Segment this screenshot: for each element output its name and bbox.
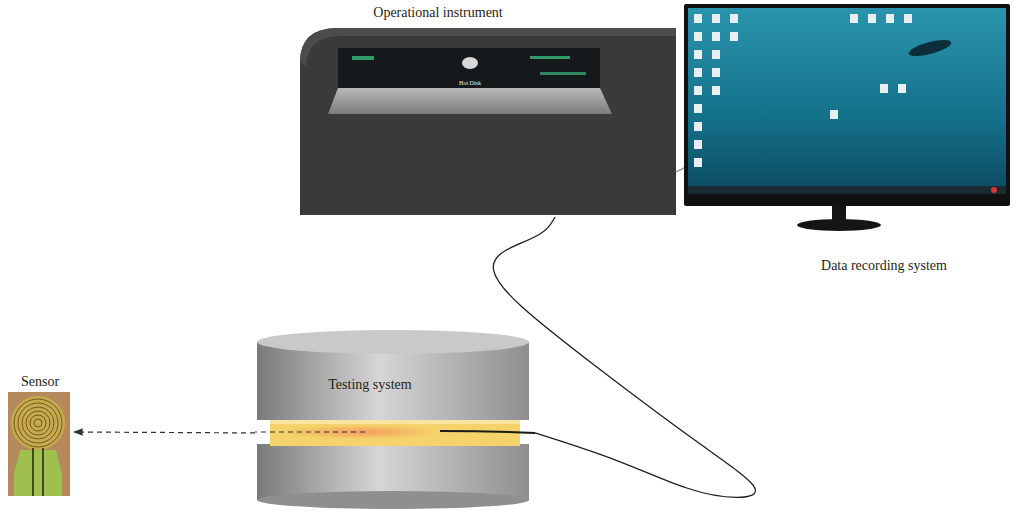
component-title-box: Sensor [6, 372, 74, 390]
testing-stack: Testing system [255, 330, 535, 510]
sensor-unit: Sensor [6, 372, 74, 498]
sensor-photo [8, 392, 70, 496]
component-title: Operational instrument [373, 5, 502, 21]
usb-cable [676, 168, 684, 172]
monitor-unit: Data recording system [684, 0, 1012, 280]
brand-label: Hot Disk [459, 80, 481, 87]
component-title-box: Testing system [295, 375, 445, 393]
component-title-box: Data recording system [789, 256, 979, 274]
monitor [684, 4, 1010, 231]
component-title-box: Operational instrument [338, 3, 538, 21]
test-stack [255, 330, 535, 509]
component-title: Data recording system [821, 258, 947, 274]
sensor-cable [493, 217, 755, 497]
callout-arrow [74, 431, 255, 433]
instrument-body [300, 28, 676, 215]
instrument-unit: Operational instrumentHot Disk [298, 2, 676, 217]
component-title: Sensor [21, 374, 59, 390]
component-title: Testing system [328, 377, 411, 393]
brand-label-box: Hot Disk [440, 71, 500, 89]
